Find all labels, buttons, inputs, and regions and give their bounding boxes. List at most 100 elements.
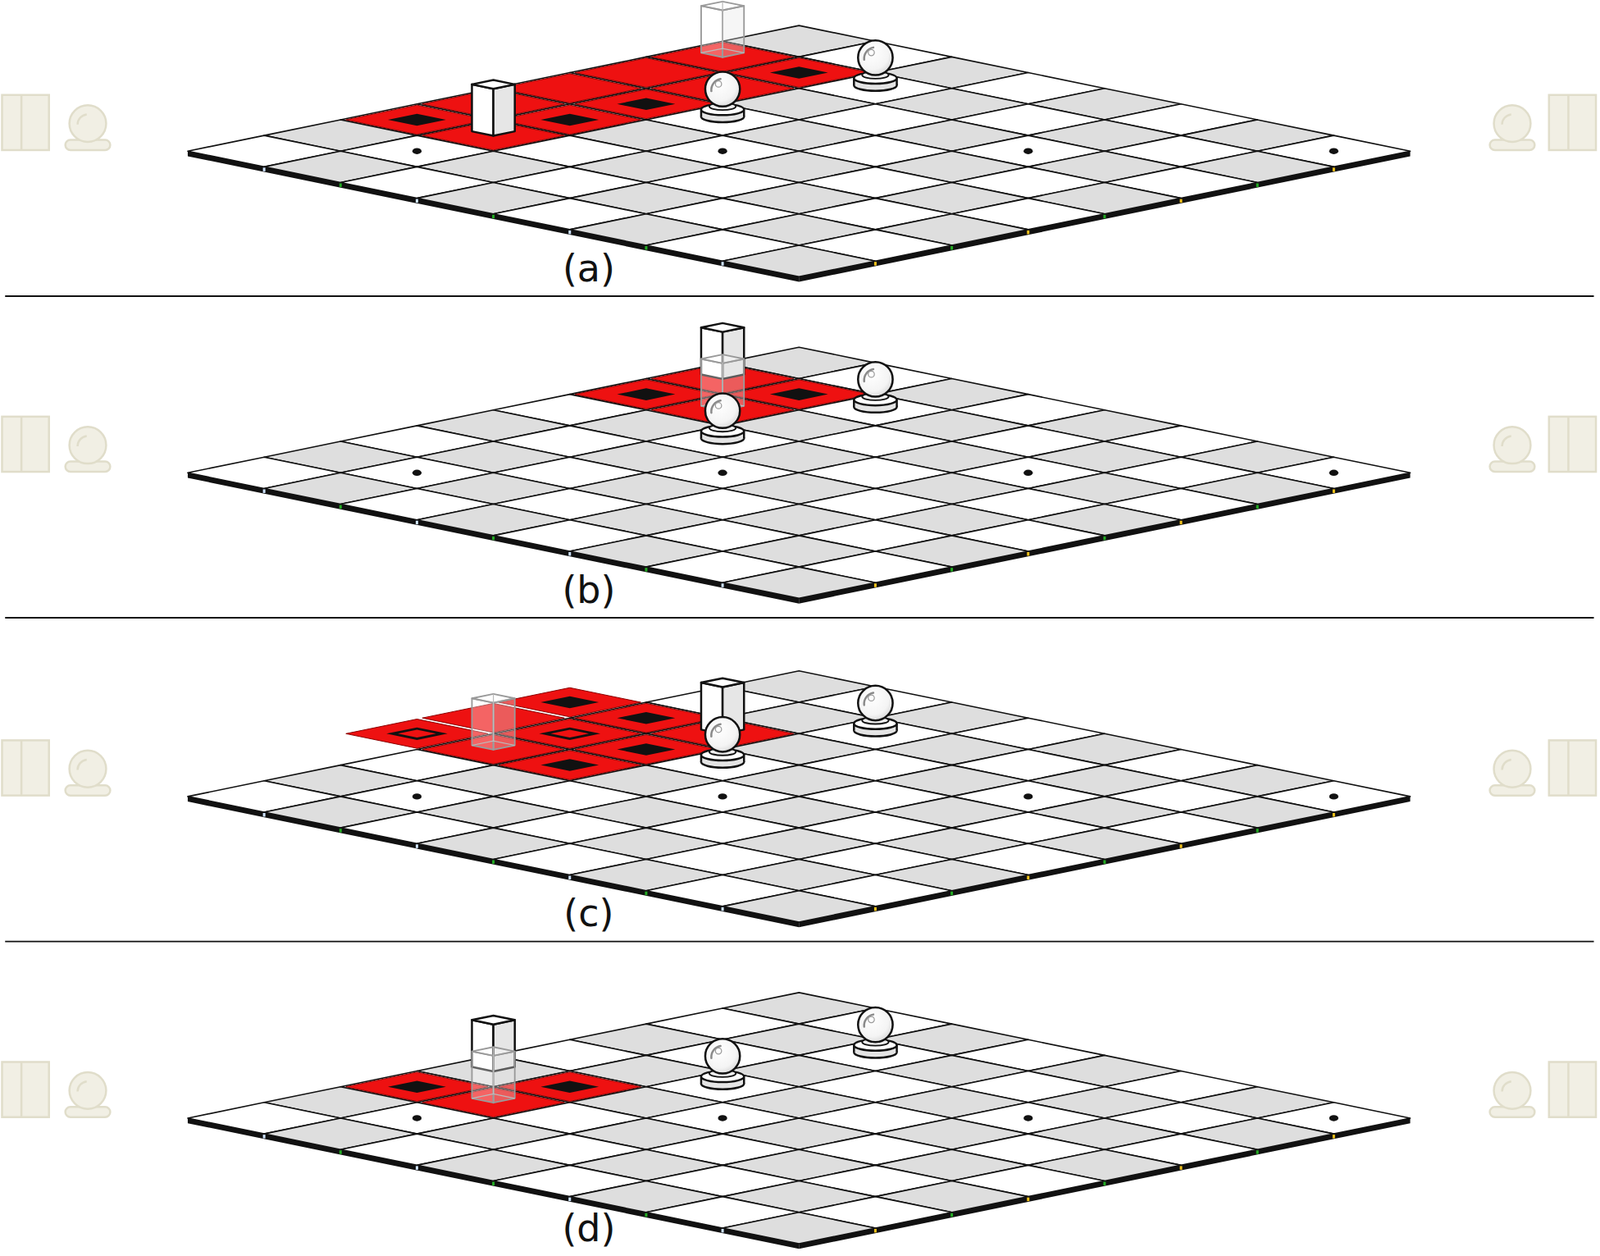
ball-glint [715, 1047, 721, 1053]
board-edge [798, 796, 1410, 927]
edge-tick [874, 1228, 877, 1232]
edge-tick [339, 828, 342, 832]
box-top-face [471, 79, 515, 89]
board-dot [412, 1114, 422, 1121]
edge-tick [1256, 1149, 1259, 1154]
move-marker [540, 696, 599, 709]
highlight-square [498, 1071, 641, 1102]
faded-box-edge [1567, 416, 1569, 472]
board-panel [1, 323, 1596, 604]
edge-tick [1180, 843, 1183, 848]
move-marker [770, 66, 829, 79]
ball-piece [701, 1038, 744, 1090]
ring-marker-inner [550, 729, 589, 739]
board-dot [412, 793, 422, 799]
ghost-box-hidden-edge [721, 1, 723, 49]
ball-piece [853, 1007, 897, 1058]
edge-tick [721, 261, 725, 265]
ball [705, 1038, 740, 1073]
panel-label: (a) [562, 249, 616, 288]
panel-label: (b) [561, 570, 616, 609]
board-edge [187, 472, 799, 603]
board-panel [1, 670, 1596, 927]
edge-tick [492, 214, 495, 219]
board-square [722, 245, 876, 277]
ball [857, 685, 893, 721]
edge-tick [492, 536, 495, 540]
move-marker [540, 758, 599, 771]
move-marker [617, 387, 676, 401]
faded-ball-shine [77, 759, 87, 770]
ball-piece [701, 716, 744, 768]
ball-glint [868, 694, 875, 701]
faded-box [1549, 1062, 1596, 1117]
board-dot [717, 469, 727, 476]
faded-ball [1494, 750, 1532, 788]
move-marker [387, 1080, 447, 1093]
edge-tick [415, 520, 419, 525]
edge-tick [492, 859, 495, 863]
ball [705, 393, 740, 429]
edge-tick [874, 907, 877, 911]
faded-ball [69, 104, 107, 142]
faded-ball [1494, 104, 1532, 142]
edge-tick [492, 1181, 495, 1186]
faded-box [1549, 739, 1596, 795]
edge-tick [644, 246, 648, 250]
edge-tick [1332, 812, 1336, 816]
edge-tick [721, 907, 725, 911]
board-squares [187, 346, 1411, 598]
move-marker [540, 1080, 599, 1093]
board-dots [412, 469, 1339, 476]
highlight-squares [346, 42, 871, 151]
highlight-square [346, 104, 488, 135]
move-marker [617, 98, 676, 111]
pieces [471, 1007, 897, 1103]
board-dot [1329, 1114, 1339, 1121]
faded-ball-shine [1502, 759, 1512, 770]
box-top-face [701, 323, 744, 333]
edge-tick [950, 246, 953, 250]
ball [857, 361, 893, 397]
ball-glint [715, 81, 721, 87]
board-dot [717, 1114, 727, 1121]
ball [705, 716, 740, 752]
board-squares [187, 670, 1411, 922]
ball-glint [715, 402, 721, 409]
edge-tick [415, 843, 419, 848]
panel-separator [4, 940, 1594, 943]
move-marker [617, 743, 676, 756]
ghost-box-piece [471, 693, 515, 750]
box-top-face [471, 1015, 515, 1025]
ball-glint [868, 370, 875, 377]
faded-ball [69, 1071, 107, 1109]
ghost-box-piece [471, 1046, 515, 1103]
faded-box [1, 95, 49, 151]
edge-tick [1103, 1181, 1106, 1186]
ghost-box-hidden-edges [471, 1094, 515, 1099]
edge-tick [1103, 536, 1106, 540]
edge-tick [1332, 1134, 1336, 1138]
edge-tick [568, 551, 571, 556]
faded-ball-shine [1502, 435, 1512, 446]
edge-tick [339, 505, 342, 509]
board-edge [798, 472, 1410, 603]
faded-ball-shine [1502, 113, 1512, 124]
ring-marker-inner [397, 729, 437, 739]
edge-tick [644, 891, 648, 895]
pieces [471, 1, 897, 137]
edge-tick [1026, 1197, 1030, 1201]
edge-tick [1180, 199, 1183, 203]
ghost-box-hidden-edges [701, 48, 744, 53]
edge-tick [1026, 551, 1030, 556]
faded-ball [69, 750, 107, 788]
edge-tick [1256, 182, 1259, 187]
board-dot [717, 147, 727, 154]
box-top-face [701, 678, 744, 688]
faded-box-edge [1567, 95, 1569, 151]
faded-box-edge [20, 416, 23, 472]
